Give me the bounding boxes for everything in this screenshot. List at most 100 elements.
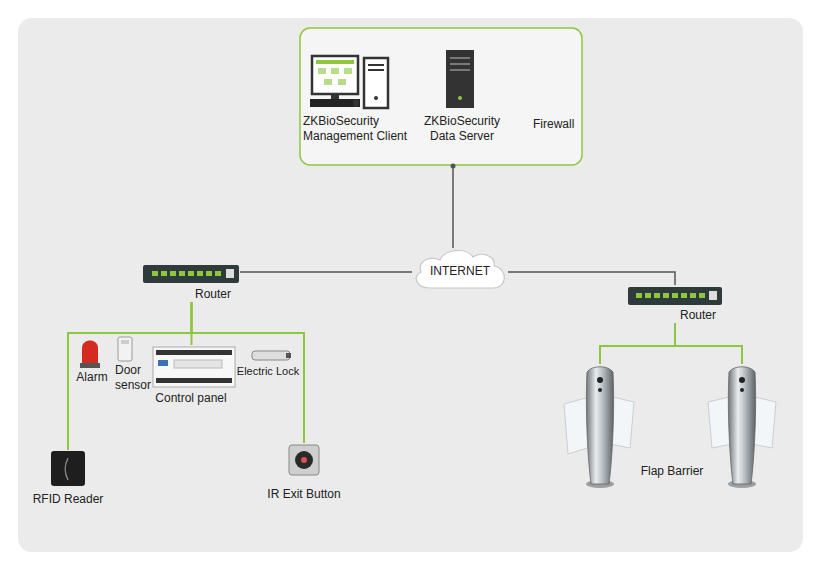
drawing-part bbox=[338, 79, 346, 85]
drawing-part bbox=[331, 68, 339, 74]
network-link bbox=[508, 272, 675, 285]
drawing-part bbox=[161, 271, 167, 276]
uplink-wire bbox=[452, 166, 454, 248]
drawing-part bbox=[289, 445, 319, 475]
rfid-reader-icon bbox=[51, 451, 85, 486]
network-link bbox=[68, 302, 192, 450]
node-text: RFID Reader bbox=[28, 492, 108, 507]
node-text: IR Exit Button bbox=[258, 487, 350, 502]
drawing-part bbox=[206, 271, 212, 276]
drawing-part bbox=[364, 58, 388, 108]
control-panel-box: Control panel bbox=[146, 345, 236, 406]
drawing-part bbox=[143, 265, 239, 283]
node-text: Alarm bbox=[74, 370, 110, 385]
drawing-part bbox=[152, 271, 158, 276]
server-zone bbox=[300, 28, 582, 165]
drawing-part bbox=[156, 350, 232, 355]
drawing-part bbox=[353, 99, 359, 107]
node-text: Router bbox=[680, 308, 722, 323]
door-sensor-box: Door sensor bbox=[115, 336, 157, 393]
drawing-part bbox=[188, 271, 194, 276]
wire-dot bbox=[451, 164, 456, 169]
drawing-part bbox=[368, 64, 384, 66]
drawing-part bbox=[215, 271, 221, 276]
flap-barrier-box: Flap Barrier bbox=[566, 364, 778, 479]
electric-lock-icon bbox=[252, 351, 291, 360]
network-link bbox=[600, 323, 742, 364]
management-client-icon bbox=[310, 56, 388, 108]
drawing-part bbox=[344, 68, 352, 74]
drawing-part bbox=[681, 293, 687, 298]
drawing-part bbox=[156, 378, 232, 383]
drawing-part bbox=[65, 458, 68, 480]
network-link bbox=[192, 302, 305, 443]
router-box: Router bbox=[628, 285, 722, 323]
router-ports bbox=[636, 293, 705, 298]
data-server-icon bbox=[446, 50, 474, 108]
node-text: Control panel bbox=[146, 391, 236, 406]
drawing-part bbox=[739, 377, 745, 383]
background-panel bbox=[18, 18, 803, 552]
router-box: Router bbox=[143, 263, 240, 302]
drawing-part bbox=[80, 363, 100, 368]
node-text: Flap Barrier bbox=[566, 464, 778, 479]
node-text: Electric Lock bbox=[236, 364, 300, 379]
router-device bbox=[628, 287, 722, 305]
flap-barrier-icon bbox=[564, 367, 634, 488]
client-label: ZKBioSecurity Management Client bbox=[300, 52, 418, 144]
flap-barrier-icon bbox=[708, 367, 776, 488]
server-label: ZKBioSecurity Data Server bbox=[422, 48, 502, 144]
door-sensor-icon bbox=[118, 337, 132, 361]
router-ports bbox=[152, 271, 221, 276]
drawing-part bbox=[153, 347, 235, 387]
node-text: ZKBioSecurity Data Server bbox=[422, 114, 502, 144]
drawing-part bbox=[51, 451, 85, 486]
drawing-part bbox=[690, 293, 696, 298]
drawing-part bbox=[446, 50, 474, 108]
drawing-part bbox=[295, 451, 313, 469]
network-link bbox=[240, 271, 412, 273]
drawing-part bbox=[728, 367, 755, 484]
zone-label: Firewall bbox=[533, 117, 574, 132]
rfid-reader-box: RFID Reader bbox=[28, 450, 108, 507]
drawing-part bbox=[179, 271, 185, 276]
drawing-part bbox=[174, 360, 222, 368]
drawing-part bbox=[301, 457, 307, 463]
drawing-part bbox=[654, 293, 660, 298]
router-device bbox=[143, 265, 239, 283]
drawing-part bbox=[374, 96, 378, 100]
cloud-outline bbox=[416, 251, 504, 288]
node-text: Door sensor bbox=[115, 363, 157, 393]
control-panel-icon bbox=[153, 347, 235, 387]
drawing-part bbox=[450, 69, 470, 71]
drawing-part bbox=[598, 388, 602, 392]
internet-cloud: INTERNET bbox=[410, 246, 510, 292]
exit-button-icon bbox=[289, 445, 319, 475]
drawing-part bbox=[597, 377, 603, 383]
drawing-part bbox=[699, 293, 705, 298]
drawing-part bbox=[310, 99, 360, 107]
drawing-part bbox=[82, 341, 98, 365]
drawing-part bbox=[740, 388, 744, 392]
drawing-part bbox=[158, 360, 168, 366]
drawing-part bbox=[368, 69, 384, 71]
drawing-part bbox=[672, 293, 678, 298]
drawing-part bbox=[331, 94, 339, 99]
alarm-icon bbox=[80, 341, 100, 369]
drawing-part bbox=[709, 291, 717, 300]
electric-lock-box: Electric Lock bbox=[236, 349, 300, 379]
drawing-part bbox=[318, 68, 326, 74]
drawing-part bbox=[170, 271, 176, 276]
drawing-part bbox=[252, 351, 290, 360]
node-text: INTERNET bbox=[430, 264, 490, 279]
drawing-part bbox=[645, 293, 651, 298]
drawing-part bbox=[226, 269, 234, 278]
alarm-box: Alarm bbox=[74, 338, 110, 385]
drawing-part bbox=[628, 287, 722, 305]
drawing-part bbox=[286, 353, 291, 358]
drawing-part bbox=[450, 63, 470, 65]
